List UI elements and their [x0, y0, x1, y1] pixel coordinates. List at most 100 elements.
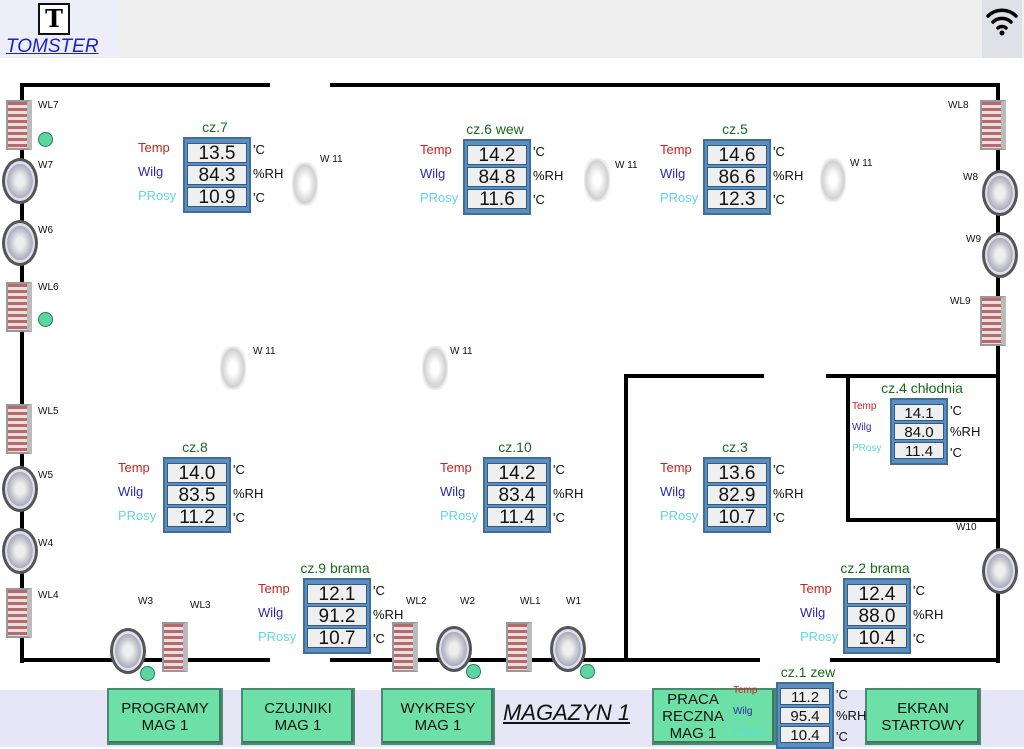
- prosy-label: PRosy: [852, 443, 882, 454]
- wilg-value: 91.2: [307, 606, 367, 627]
- fan-icon[interactable]: [436, 626, 472, 672]
- unit-label: 'C: [233, 510, 245, 525]
- fan-icon[interactable]: [982, 170, 1018, 216]
- unit-label: 'C: [773, 144, 785, 159]
- wilg-label: Wilg: [420, 166, 446, 181]
- temp-label: Temp: [420, 142, 452, 157]
- fan-icon[interactable]: [2, 466, 38, 512]
- prosy-label: PRosy: [800, 629, 839, 644]
- unit-label: 'C: [553, 510, 565, 525]
- heater-icon[interactable]: [162, 622, 188, 672]
- temp-label: Temp: [138, 140, 170, 155]
- temp-label: Temp: [660, 142, 692, 157]
- wilg-label: Wilg: [440, 484, 466, 499]
- prosy-value: 10.4: [847, 628, 907, 649]
- unit-label: 'C: [253, 142, 265, 157]
- wall: [624, 374, 764, 378]
- temp-label: Temp: [733, 685, 758, 696]
- wall: [624, 374, 628, 660]
- wall: [996, 83, 1000, 663]
- wilg-value: 84.3: [187, 165, 247, 186]
- fan-icon[interactable]: [2, 528, 38, 574]
- device-label: W 11: [850, 158, 873, 169]
- heater-icon[interactable]: [980, 100, 1006, 150]
- prosy-label: PRosy: [660, 190, 699, 205]
- zone-title: cz.5: [722, 121, 748, 137]
- device-label: W7: [38, 160, 53, 171]
- logo[interactable]: T TOMSTER: [0, 0, 118, 58]
- wilg-label: Wilg: [118, 484, 144, 499]
- wilg-label: Wilg: [800, 605, 826, 620]
- device-label: WL5: [38, 406, 59, 417]
- heater-icon[interactable]: [6, 282, 32, 332]
- temp-value: 12.4: [847, 584, 907, 605]
- fan-icon[interactable]: [110, 628, 146, 674]
- wilg-value: 88.0: [847, 606, 907, 627]
- device-label: WL3: [190, 600, 211, 611]
- prosy-value: 10.9: [187, 187, 247, 208]
- ceiling-fan-icon[interactable]: [292, 162, 318, 206]
- heater-icon[interactable]: [6, 404, 32, 454]
- wall: [20, 658, 270, 662]
- temp-value: 14.2: [487, 463, 547, 484]
- device-label: W5: [38, 470, 53, 481]
- fan-icon[interactable]: [2, 220, 38, 266]
- unit-label: %RH: [773, 168, 804, 183]
- temp-value: 14.2: [467, 145, 527, 166]
- fan-icon[interactable]: [550, 626, 586, 672]
- ceiling-fan-icon[interactable]: [220, 346, 246, 390]
- zone-title: cz.8: [182, 439, 208, 455]
- wilg-label: Wilg: [258, 605, 284, 620]
- prosy-value: 10.4: [780, 726, 830, 744]
- heater-icon[interactable]: [6, 588, 32, 638]
- unit-label: 'C: [773, 192, 785, 207]
- ceiling-fan-icon[interactable]: [422, 346, 448, 390]
- wilg-value: 83.4: [487, 485, 547, 506]
- ceiling-fan-icon[interactable]: [584, 158, 610, 202]
- unit-label: 'C: [950, 445, 962, 460]
- unit-label: 'C: [233, 462, 245, 477]
- prosy-label: PRosy: [733, 727, 763, 738]
- temp-label: Temp: [258, 581, 290, 596]
- zone-title: cz.7: [202, 119, 228, 135]
- wilg-label: Wilg: [660, 166, 686, 181]
- heater-icon[interactable]: [506, 622, 532, 672]
- prosy-value: 10.7: [707, 507, 767, 528]
- temp-value: 13.5: [187, 143, 247, 164]
- logo-icon: T: [38, 3, 70, 35]
- ceiling-fan-icon[interactable]: [820, 158, 846, 202]
- unit-label: 'C: [253, 190, 265, 205]
- temp-value: 14.0: [167, 463, 227, 484]
- temp-label: Temp: [800, 581, 832, 596]
- fan-icon[interactable]: [2, 158, 38, 204]
- prosy-label: PRosy: [118, 508, 157, 523]
- heater-icon[interactable]: [6, 100, 32, 150]
- wilg-value: 86.6: [707, 167, 767, 188]
- brand-link[interactable]: TOMSTER: [6, 36, 99, 57]
- temp-label: Temp: [440, 460, 472, 475]
- temp-value: 14.1: [894, 404, 944, 422]
- status-led-icon: [466, 664, 481, 679]
- fan-icon[interactable]: [982, 232, 1018, 278]
- heater-icon[interactable]: [980, 296, 1006, 346]
- wilg-value: 84.8: [467, 167, 527, 188]
- wifi-icon: [982, 0, 1022, 58]
- heater-icon[interactable]: [392, 622, 418, 672]
- unit-label: 'C: [533, 144, 545, 159]
- temp-label: Temp: [660, 460, 692, 475]
- unit-label: %RH: [373, 607, 404, 622]
- fan-icon[interactable]: [982, 548, 1018, 594]
